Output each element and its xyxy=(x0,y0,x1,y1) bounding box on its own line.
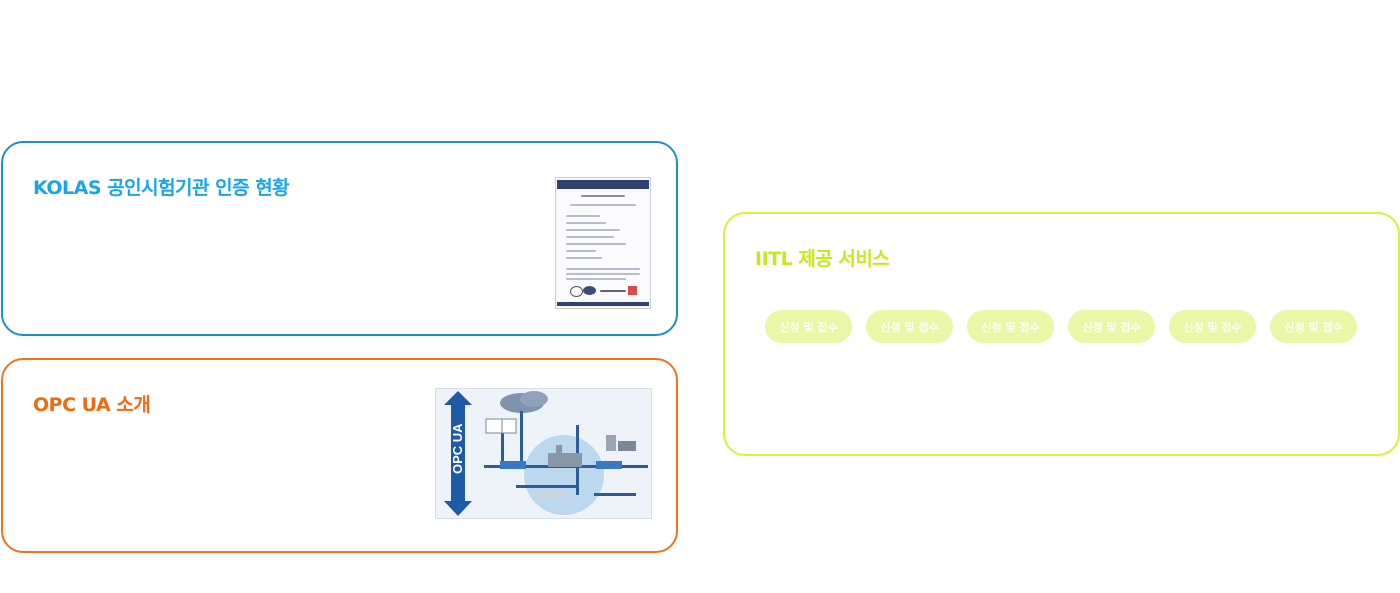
service-chip[interactable]: 신청 및 접수 xyxy=(967,310,1054,343)
iitl-card-title: IITL 제공 서비스 xyxy=(755,248,890,270)
kolas-certificate-image xyxy=(555,177,651,309)
opc-ua-diagram-image: OPC UA xyxy=(435,388,652,519)
service-chip[interactable]: 신청 및 접수 xyxy=(765,310,852,343)
iitl-service-card[interactable]: IITL 제공 서비스 신청 및 접수 신청 및 접수 신청 및 접수 신청 및… xyxy=(723,212,1400,456)
kolas-card-title: KOLAS 공인시험기관 인증 현황 xyxy=(33,177,290,199)
opc-ua-card[interactable]: OPC UA 소개 OPC UA xyxy=(1,358,678,553)
svg-text:OPC UA: OPC UA xyxy=(450,423,465,474)
service-chip[interactable]: 신청 및 접수 xyxy=(1068,310,1155,343)
service-chip[interactable]: 신청 및 접수 xyxy=(1270,310,1357,343)
opc-ua-card-title: OPC UA 소개 xyxy=(33,394,151,416)
kolas-card[interactable]: KOLAS 공인시험기관 인증 현황 xyxy=(1,141,678,336)
service-chip-list: 신청 및 접수 신청 및 접수 신청 및 접수 신청 및 접수 신청 및 접수 … xyxy=(765,310,1357,343)
service-chip[interactable]: 신청 및 접수 xyxy=(866,310,953,343)
service-chip[interactable]: 신청 및 접수 xyxy=(1169,310,1256,343)
